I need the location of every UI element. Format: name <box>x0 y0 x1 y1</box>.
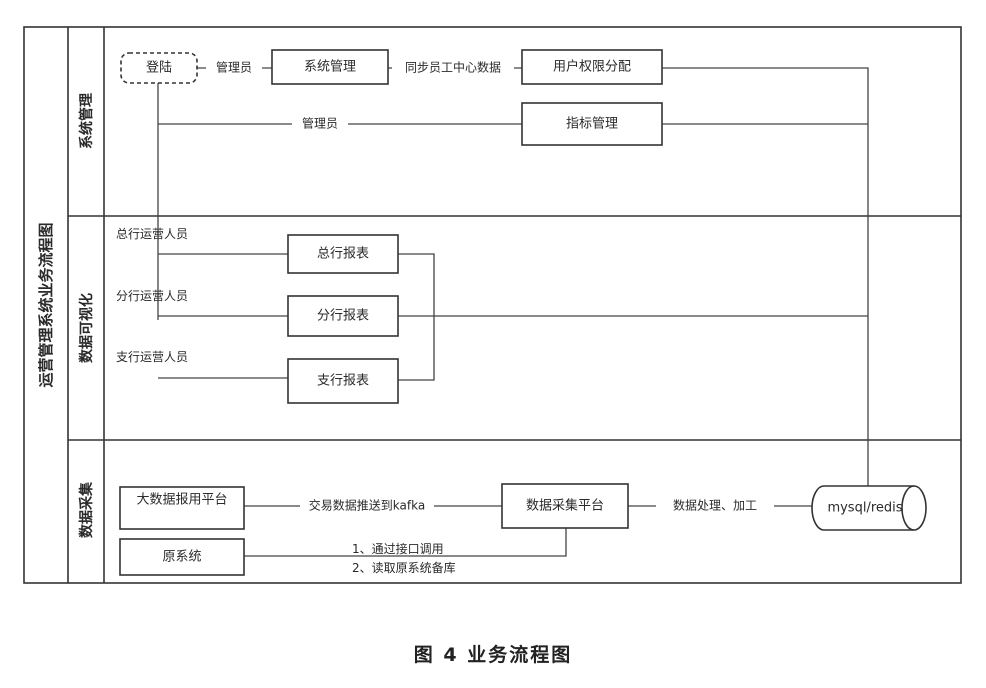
edge-label-kafka: 交易数据推送到kafka <box>309 498 425 513</box>
head-report-box <box>287 234 399 274</box>
database-label: mysql/redis <box>827 501 902 516</box>
edge-label-admin-2: 管理员 <box>302 116 338 131</box>
connectors <box>157 67 869 557</box>
system-mgmt-label: 系统管理 <box>304 60 356 75</box>
branch-report-label: 分行报表 <box>317 309 369 324</box>
collect-platform-box <box>501 483 629 529</box>
login-label: 登陆 <box>146 60 172 76</box>
user-perm-box <box>521 49 663 85</box>
user-perm-label: 用户权限分配 <box>553 59 631 75</box>
diagram-frame <box>23 26 962 584</box>
subbranch-report-box <box>287 358 399 404</box>
lane-label-system: 系统管理 <box>78 93 95 149</box>
staff-label-branch: 分行运营人员 <box>116 289 188 303</box>
bigdata-platform-label: 大数据报用平台 <box>136 493 227 508</box>
access-way-1: 1、通过接口调用 <box>352 541 444 556</box>
system-mgmt-box <box>271 49 389 85</box>
edge-label-processing: 数据处理、加工 <box>673 498 757 513</box>
indicator-mgmt-box <box>521 102 663 146</box>
lane-label-collect: 数据采集 <box>78 481 95 538</box>
old-system-box <box>119 538 245 576</box>
indicator-mgmt-label: 指标管理 <box>566 117 618 132</box>
bigdata-platform-box <box>119 486 245 530</box>
access-way-2: 2、读取原系统备库 <box>352 560 456 575</box>
head-report-label: 总行报表 <box>317 247 369 262</box>
database-cylinder <box>811 485 927 531</box>
staff-label-subbranch: 支行运营人员 <box>116 350 188 364</box>
login-node <box>120 52 198 84</box>
edge-label-admin-1: 管理员 <box>216 60 252 75</box>
subbranch-report-label: 支行报表 <box>317 374 369 389</box>
diagram-title: 运营管理系统业务流程图 <box>37 222 55 387</box>
lane-label-visual: 数据可视化 <box>78 293 95 363</box>
figure-caption: 图 4 业务流程图 <box>413 644 573 666</box>
staff-label-head: 总行运营人员 <box>116 227 188 241</box>
old-system-label: 原系统 <box>162 550 201 565</box>
collect-platform-label: 数据采集平台 <box>526 498 604 514</box>
edge-label-sync: 同步员工中心数据 <box>405 60 501 75</box>
branch-report-box <box>287 295 399 337</box>
